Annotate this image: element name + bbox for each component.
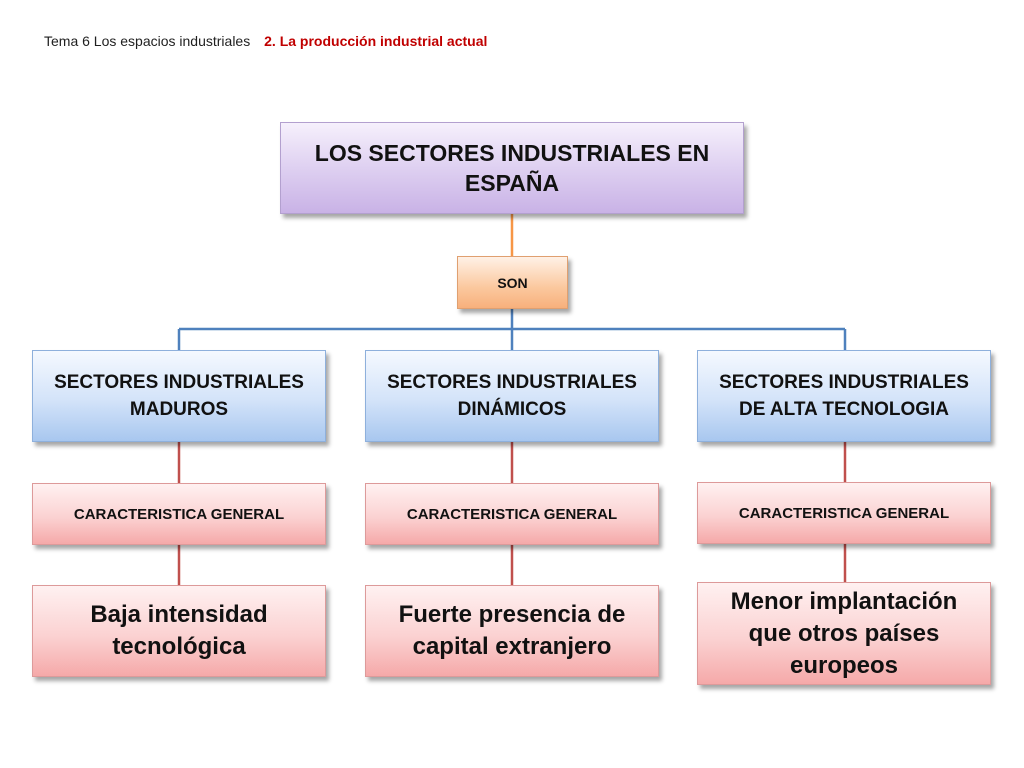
sector-node-label-line-1: SECTORES INDUSTRIALES <box>54 372 304 393</box>
detail-node-2: Fuerte presencia de capital extranjero <box>365 585 659 677</box>
sector-node-maduros: SECTORES INDUSTRIALES MADUROS <box>32 350 326 442</box>
characteristic-node-label: CARACTERISTICA GENERAL <box>738 504 950 522</box>
sector-node-label-line-2: DE ALTA TECNOLOGIA <box>738 399 950 420</box>
detail-node-line-1: Baja intensidad <box>90 601 268 628</box>
characteristic-node-3: CARACTERISTICA GENERAL <box>697 482 991 544</box>
root-node: LOS SECTORES INDUSTRIALES EN ESPAÑA <box>280 122 744 214</box>
characteristic-node-label: CARACTERISTICA GENERAL <box>73 505 285 523</box>
detail-node-line-2: tecnológica <box>112 633 246 660</box>
detail-node-3: Menor implantación que otros países euro… <box>697 582 991 685</box>
sector-node-dinamicos: SECTORES INDUSTRIALES DINÁMICOS <box>365 350 659 442</box>
detail-node-line-1: Fuerte presencia de <box>398 601 626 628</box>
sector-node-label-line-2: MADUROS <box>129 399 229 420</box>
root-node-line-1: LOS SECTORES INDUSTRIALES EN <box>314 140 710 166</box>
detail-node-line-2: capital extranjero <box>412 633 612 660</box>
characteristic-node-1: CARACTERISTICA GENERAL <box>32 483 326 545</box>
characteristic-node-label: CARACTERISTICA GENERAL <box>406 505 618 523</box>
detail-node-line-2: que otros países <box>748 619 940 647</box>
sector-node-alta-tecnologia: SECTORES INDUSTRIALES DE ALTA TECNOLOGIA <box>697 350 991 442</box>
characteristic-node-2: CARACTERISTICA GENERAL <box>365 483 659 545</box>
sector-node-label-line-1: SECTORES INDUSTRIALES <box>719 372 969 393</box>
son-node: SON <box>457 256 568 309</box>
slide-subtopic: 2. La producción industrial actual <box>264 33 488 49</box>
root-node-line-2: ESPAÑA <box>464 170 560 196</box>
detail-node-line-3: europeos <box>789 651 899 679</box>
detail-node-1: Baja intensidad tecnológica <box>32 585 326 677</box>
son-node-label: SON <box>497 274 528 291</box>
sector-node-label-line-1: SECTORES INDUSTRIALES <box>387 372 637 393</box>
slide-header: Tema 6 Los espacios industriales 2. La p… <box>44 32 487 50</box>
slide-topic: Tema 6 Los espacios industriales <box>44 33 251 49</box>
detail-node-line-1: Menor implantación <box>730 587 958 615</box>
sector-node-label-line-2: DINÁMICOS <box>457 399 567 420</box>
